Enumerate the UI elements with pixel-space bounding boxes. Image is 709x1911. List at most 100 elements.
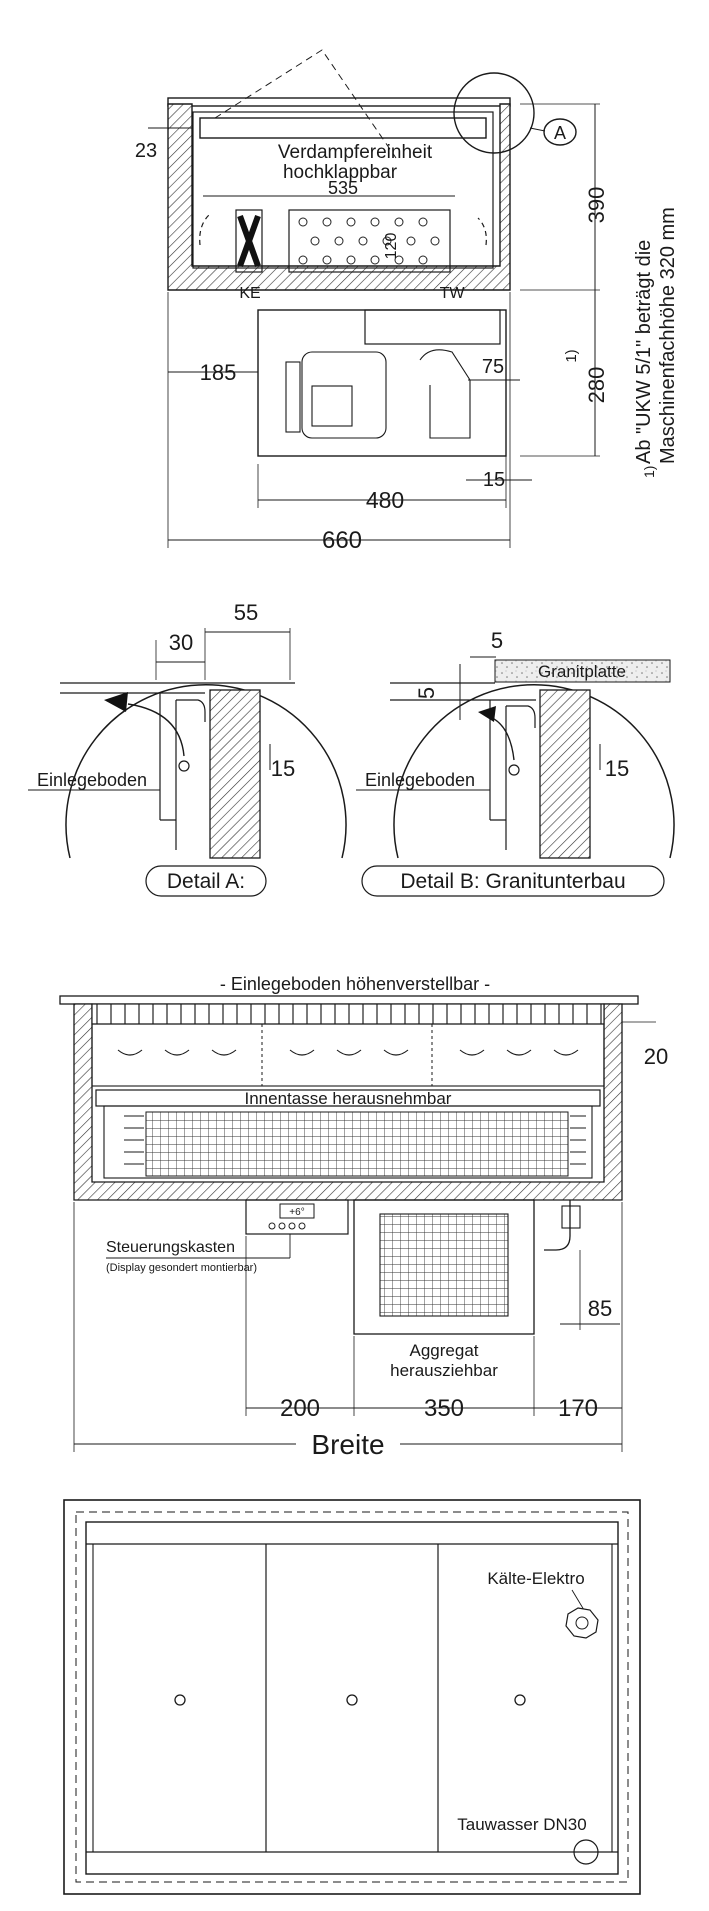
control-buttons [268, 1222, 306, 1230]
detail-a-wall-section [209, 689, 261, 859]
drain-outlet-icon [573, 1839, 599, 1865]
detail-a: 30 55 15 Einlegeboden Detail A: [28, 600, 347, 897]
footnote-line-1: Ab "UKW 5/1" beträgt die [633, 240, 655, 464]
dim-200: 200 [280, 1395, 320, 1422]
detail-b-dim-5-side: 5 [414, 687, 439, 699]
dim-width: Breite [311, 1429, 384, 1460]
inner-tub-label: Innentasse herausnehmbar [245, 1089, 452, 1108]
detail-a-dim-15: 15 [271, 756, 295, 781]
cable-gland-icon [565, 1607, 599, 1639]
front-view-title: - Einlegeboden höhenverstellbar - [220, 974, 490, 994]
dim-535: 535 [328, 178, 358, 198]
airflow-right-arrow [477, 217, 487, 246]
ke-label: KE [239, 285, 260, 302]
dim-20: 20 [644, 1044, 668, 1069]
inner-tub [192, 111, 494, 269]
electro-label: Kälte-Elektro [487, 1569, 584, 1588]
top-rim [167, 97, 511, 107]
dim-480: 480 [366, 487, 404, 513]
compressor [285, 351, 387, 439]
dim-660: 660 [322, 527, 362, 554]
detail-b-title: Detail B: Granitunterbau [400, 870, 625, 893]
drain-pipe [544, 1200, 571, 1251]
slatted-shelf [91, 1003, 605, 1025]
machine-compartment [257, 309, 507, 457]
top-inner-frame [85, 1521, 619, 1875]
evaporator-coil [288, 209, 451, 273]
detail-b-hook [506, 705, 536, 728]
pipe-assembly [419, 349, 471, 439]
unit-label-1: Aggregat [410, 1341, 479, 1360]
electro-leader [571, 1589, 585, 1611]
evaporator-label: Verdampfereinheit [278, 142, 433, 163]
tw-label: TW [440, 285, 466, 302]
dim-75: 75 [482, 356, 504, 378]
coil-tubes [298, 217, 440, 265]
shelf-grip-1 [174, 1694, 186, 1706]
evaporator-swing-path [214, 49, 397, 159]
detail-b-label-box [361, 865, 665, 897]
section-view: Verdampfereinheit hochklappbar 535 120 K… [135, 49, 679, 554]
footnote-ref: 1) [641, 466, 657, 478]
cable-gland-inner-icon [575, 1616, 589, 1630]
detail-a-shelf-label: Einlegeboden [37, 770, 147, 790]
dim-350: 350 [424, 1395, 464, 1422]
dim-170: 170 [558, 1395, 598, 1422]
refrigeration-unit [353, 1199, 535, 1335]
fan-icon [237, 214, 261, 268]
control-display-value: +6° [289, 1207, 304, 1218]
dim-120: 120 [383, 233, 400, 260]
detail-a-callout-circle [453, 72, 535, 154]
condenser-grid [379, 1213, 509, 1317]
detail-a-title: Detail A: [167, 870, 245, 893]
detail-b-lift-arrow [487, 715, 515, 761]
evaporator-lid [199, 117, 487, 139]
control-box-label: Steuerungskasten [106, 1239, 235, 1256]
detail-a-pivot [178, 760, 190, 772]
granite-plate-label: Granitplatte [538, 662, 626, 681]
evaporator-grid [145, 1111, 569, 1177]
control-box [245, 1199, 349, 1235]
shelf-grip-3 [514, 1694, 526, 1706]
detail-a-dim-55: 55 [234, 600, 258, 625]
arrow-head-icon [478, 706, 496, 722]
detail-a-marker-label: A [554, 123, 566, 143]
arrow-head-icon [104, 692, 128, 712]
top-view: Kälte-Elektro Tauwasser DN30 [63, 1499, 641, 1895]
unit-label-2: herausziehbar [390, 1361, 498, 1380]
dim-85: 85 [588, 1296, 612, 1321]
detail-b-dim-15: 15 [605, 756, 629, 781]
width-label-bg [296, 1430, 400, 1458]
detail-a-label-box [145, 865, 267, 897]
footnote-line-2: Maschinenfachhöhe 320 mm [657, 207, 679, 464]
detail-b-circle [393, 684, 675, 859]
shelf-grip-2 [346, 1694, 358, 1706]
top-outer-frame [63, 1499, 641, 1895]
fan-housing [235, 209, 263, 273]
condenser-unit [364, 309, 501, 345]
detail-b-wall-section [539, 689, 591, 859]
coil-bends [124, 1115, 586, 1165]
dim-23: 23 [135, 140, 157, 162]
detail-a-leader [529, 127, 546, 132]
cabinet-wall-section [167, 103, 511, 291]
drain-fitting [561, 1205, 581, 1229]
top-cutout-outline [75, 1511, 629, 1883]
detail-b: Granitplatte 5 5 15 Einlegeboden Detail … [356, 628, 675, 897]
detail-b-shelf-label: Einlegeboden [365, 770, 475, 790]
dim-280: 280 [584, 367, 609, 404]
control-display [279, 1203, 315, 1219]
detail-a-marker [543, 118, 577, 146]
granite-plate [494, 659, 671, 683]
detail-b-pivot [508, 764, 520, 776]
detail-a-circle [65, 684, 347, 859]
dim-185: 185 [200, 360, 237, 385]
inner-tub-body [103, 1105, 593, 1179]
detail-a-dim-30: 30 [169, 630, 193, 655]
front-view: - Einlegeboden höhenverstellbar - Innent… [59, 974, 668, 1460]
shelf-baskets [91, 1023, 605, 1087]
drain-label: Tauwasser DN30 [457, 1815, 586, 1834]
footnote-mark: 1) [563, 349, 580, 362]
airflow-left-arrow [199, 213, 211, 246]
